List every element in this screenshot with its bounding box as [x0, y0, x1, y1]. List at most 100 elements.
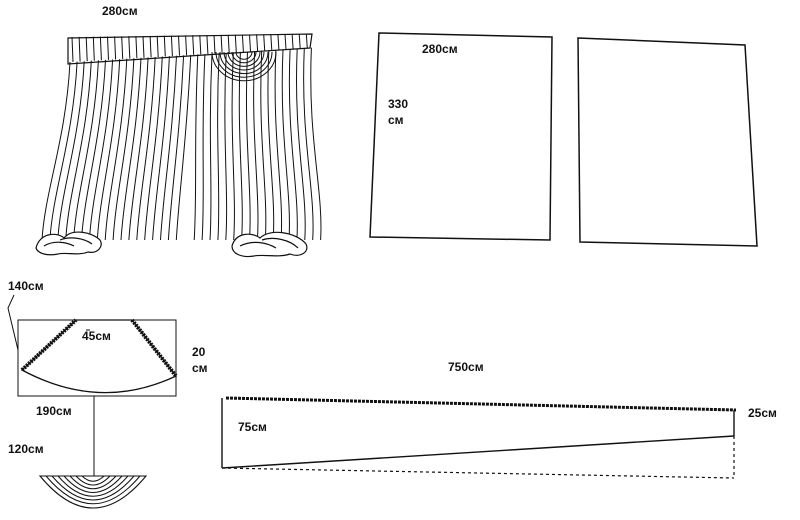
- curtain-puddle-left-inner: [43, 237, 93, 247]
- pelmet-pleat-line: [107, 36, 109, 60]
- pelmet-pleat-line: [199, 35, 202, 55]
- pelmet-pleat-line: [99, 36, 102, 61]
- curtain-fold-line: [217, 53, 220, 241]
- pelmet-pleat-line: [78, 36, 81, 62]
- pelmet-pleat-line: [170, 35, 173, 57]
- curtain-fold-line: [303, 48, 314, 241]
- strip-dashed-bottom: [221, 467, 735, 479]
- curtain-fold-line: [288, 48, 298, 241]
- curtain-fold-line: [253, 51, 259, 241]
- folded-swag-line: [63, 475, 123, 493]
- curtain-fold-line: [310, 47, 322, 241]
- pelmet-pleat-line: [163, 35, 166, 57]
- strip-length-label: 750см: [448, 360, 484, 374]
- curtain-swag-arc: [219, 51, 269, 75]
- pelmet-pleats: [71, 33, 308, 63]
- curtain-fold-line: [112, 58, 135, 241]
- curtain-fold-line: [160, 55, 177, 241]
- swag-left-edge-trim: [20, 318, 78, 372]
- curtain-swag-arc: [215, 51, 273, 78]
- curtain-fold-line: [96, 59, 121, 241]
- curtain-illustration: [35, 33, 322, 258]
- curtain-swag: [211, 51, 277, 82]
- pelmet-pleat-line: [227, 34, 230, 53]
- pelmet-pleat-line: [178, 35, 180, 56]
- curtain-fold-line: [49, 61, 78, 241]
- pelmet-pleat-line: [149, 35, 152, 58]
- curtain-fold-line: [238, 51, 243, 241]
- strip-right-height-label: 25см: [748, 406, 777, 420]
- pelmet-pleat-line: [298, 33, 301, 49]
- pelmet-pleat-line: [85, 36, 88, 62]
- curtain-fold-line: [167, 55, 185, 241]
- folded-swag-lines: [45, 475, 141, 505]
- swag-pattern: [7, 294, 178, 476]
- panel-rectangle-left: [369, 32, 553, 241]
- pelmet-pleat-line: [213, 34, 216, 54]
- panel-width-label: 280см: [422, 42, 458, 56]
- pelmet-pleat-line: [220, 34, 223, 54]
- curtain-fold-line: [81, 59, 106, 241]
- pelmet-pleat-line: [256, 34, 259, 52]
- folded-swag-line: [45, 475, 141, 505]
- curtain-fold-line: [57, 61, 85, 241]
- curtain-fold-line: [73, 60, 99, 241]
- folded-swag-outline: [38, 475, 148, 509]
- curtain-fold-line: [209, 53, 213, 241]
- swag-top-label: 140см: [8, 279, 44, 293]
- pelmet-pleat-line: [156, 35, 159, 58]
- pelmet-pleat-line: [291, 33, 294, 50]
- curtain-swag-arc: [223, 51, 265, 71]
- panel-height-label-2: см: [388, 113, 404, 127]
- pelmet-pleat-line: [305, 33, 308, 49]
- pelmet-pleat-line: [263, 34, 266, 51]
- pelmet-pleat-line: [128, 36, 131, 59]
- swag-leader-line: [7, 294, 19, 351]
- panel-rectangle-right: [577, 37, 758, 247]
- curtain-fold-line: [152, 56, 170, 241]
- curtain-fold-line: [41, 61, 71, 241]
- panel-height-label-1: 330: [388, 97, 409, 111]
- swag-outline: [20, 319, 178, 394]
- curtain-folds: [41, 47, 322, 241]
- curtain-swag-arc: [211, 51, 277, 82]
- curtain-fold-line: [175, 54, 192, 241]
- pelmet-pleat-line: [92, 36, 95, 61]
- curtain-fold-line: [296, 48, 306, 241]
- curtain-swag-arc: [227, 51, 261, 67]
- pelmet-pleat-line: [270, 34, 273, 51]
- folded-swag-line: [81, 475, 105, 482]
- curtain-fold-line: [144, 56, 163, 241]
- swag-side-label-2: см: [192, 361, 208, 375]
- curtain-fold-line: [65, 60, 92, 241]
- curtain-fold-line: [260, 50, 267, 241]
- curtain-swag-arc: [235, 51, 253, 60]
- pelmet-pleat-line: [71, 36, 74, 63]
- curtain-fold-line: [104, 58, 128, 241]
- curtain-fold-line: [201, 53, 206, 241]
- swag-depth-label: 45см: [82, 329, 111, 343]
- curtain-fold-line: [267, 50, 275, 241]
- pelmet-pleat-line: [185, 35, 188, 56]
- curtain-fold-line: [224, 52, 228, 241]
- strip-left-height-label: 75см: [238, 420, 267, 434]
- folded-swag-label: 120см: [8, 442, 44, 456]
- folded-swag-line: [51, 475, 135, 501]
- pelmet-pleat-line: [249, 34, 251, 52]
- curtain-width-label: 280см: [102, 4, 138, 18]
- curtain-fold-line: [136, 56, 156, 241]
- pelmet-pleat-line: [284, 33, 287, 50]
- pelmet-pleat-line: [241, 34, 244, 52]
- pelmet-pleat-line: [277, 34, 280, 50]
- swag-side-label-1: 20: [192, 345, 206, 359]
- pelmet-pleat-line: [234, 34, 237, 53]
- pelmet-pleat-line: [142, 35, 145, 58]
- curtain-puddle-right-inner: [239, 237, 299, 249]
- pelmet-pleat-line: [135, 36, 138, 59]
- curtain-fold-line: [274, 49, 283, 241]
- folded-swag-line: [75, 475, 111, 486]
- folded-swag-line: [57, 475, 129, 497]
- strip-bottom-slope: [221, 435, 735, 469]
- curtain-fold-line: [231, 52, 235, 241]
